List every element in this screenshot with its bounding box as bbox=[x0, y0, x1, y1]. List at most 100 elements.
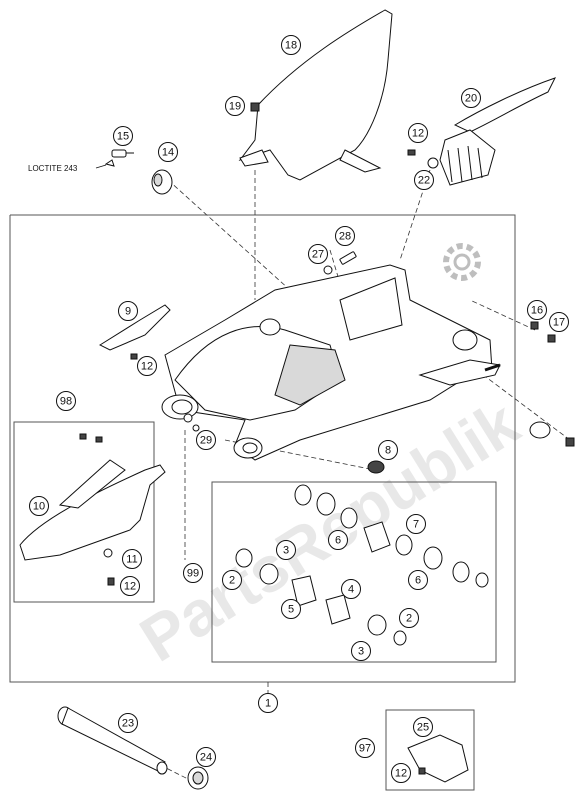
loctite-note: LOCTITE 243 bbox=[28, 159, 115, 173]
spacer-24 bbox=[187, 766, 209, 790]
callout-c24: 24 bbox=[196, 747, 216, 767]
bearing-kit-box bbox=[211, 481, 497, 663]
callout-number: 6 bbox=[415, 575, 421, 587]
callout-number: 99 bbox=[187, 568, 199, 580]
callout-c3a: 3 bbox=[276, 540, 296, 560]
callout-c12c: 12 bbox=[120, 576, 140, 596]
callout-c12a: 12 bbox=[408, 123, 428, 143]
callout-c3b: 3 bbox=[351, 641, 371, 661]
callout-c97: 97 bbox=[355, 738, 375, 758]
bolt-19 bbox=[250, 102, 260, 112]
callout-circle bbox=[335, 226, 355, 246]
callout-c99: 99 bbox=[183, 563, 203, 583]
callout-circle bbox=[355, 738, 375, 758]
callout-circle bbox=[56, 391, 76, 411]
callout-c12b: 12 bbox=[137, 356, 157, 376]
callout-circle bbox=[276, 540, 296, 560]
callout-c23: 23 bbox=[118, 713, 138, 733]
rear-fender bbox=[238, 9, 393, 181]
callout-c98: 98 bbox=[56, 391, 76, 411]
callout-c6b: 6 bbox=[408, 570, 428, 590]
callout-circle bbox=[281, 599, 301, 619]
bolt-28 bbox=[339, 251, 357, 265]
callout-number: 12 bbox=[412, 128, 424, 140]
callout-number: 8 bbox=[385, 445, 391, 457]
callout-number: 98 bbox=[60, 396, 72, 408]
chain-slider-25 bbox=[407, 734, 469, 783]
chain-slider-box bbox=[385, 709, 475, 791]
bearing-kit bbox=[235, 484, 489, 646]
callout-circle bbox=[378, 440, 398, 460]
callout-circle bbox=[120, 576, 140, 596]
callout-c18: 18 bbox=[281, 35, 301, 55]
callout-c20: 20 bbox=[461, 88, 481, 108]
callout-number: 6 bbox=[335, 535, 341, 547]
callout-number: 14 bbox=[162, 147, 174, 159]
bolts-16-17 bbox=[530, 321, 556, 343]
callout-c22: 22 bbox=[414, 170, 434, 190]
callout-number: 17 bbox=[553, 317, 565, 329]
callout-number: 3 bbox=[358, 646, 364, 658]
callout-c7: 7 bbox=[406, 514, 426, 534]
callout-number: 3 bbox=[283, 545, 289, 557]
callout-c10: 10 bbox=[29, 496, 49, 516]
callout-circle bbox=[399, 608, 419, 628]
callout-number: 28 bbox=[339, 231, 351, 243]
callout-c4: 4 bbox=[341, 579, 361, 599]
callout-number: 11 bbox=[126, 554, 137, 566]
callout-number: 9 bbox=[125, 306, 131, 318]
callout-circle bbox=[137, 356, 157, 376]
callout-c15: 15 bbox=[113, 126, 133, 146]
callout-c2a: 2 bbox=[222, 570, 242, 590]
callout-circle bbox=[527, 300, 547, 320]
callout-circle bbox=[222, 570, 242, 590]
callout-number: 25 bbox=[417, 722, 429, 734]
callout-number: 2 bbox=[406, 613, 412, 625]
callout-c16: 16 bbox=[527, 300, 547, 320]
callout-c8: 8 bbox=[378, 440, 398, 460]
callout-number: 10 bbox=[33, 501, 45, 513]
callout-c25: 25 bbox=[413, 717, 433, 737]
callout-number: 97 bbox=[359, 743, 371, 755]
callout-number: 29 bbox=[200, 435, 212, 447]
chain-guard-box bbox=[13, 421, 155, 603]
callout-circle bbox=[406, 514, 426, 534]
callout-number: 20 bbox=[465, 93, 477, 105]
bolts-29 bbox=[183, 413, 200, 432]
callout-number: 27 bbox=[312, 249, 324, 261]
callout-circle bbox=[258, 693, 278, 713]
callout-circle bbox=[328, 530, 348, 550]
callout-c28: 28 bbox=[335, 226, 355, 246]
callout-circle bbox=[183, 563, 203, 583]
callout-number: 18 bbox=[285, 40, 297, 52]
callout-circle bbox=[351, 641, 371, 661]
callout-number: 19 bbox=[229, 101, 241, 113]
callout-c12d: 12 bbox=[391, 763, 411, 783]
main-frame-box bbox=[9, 214, 516, 683]
callout-circle bbox=[341, 579, 361, 599]
callout-c6a: 6 bbox=[328, 530, 348, 550]
callout-c2b: 2 bbox=[399, 608, 419, 628]
callout-circle bbox=[413, 717, 433, 737]
callout-circle bbox=[118, 301, 138, 321]
callout-number: 2 bbox=[229, 575, 235, 587]
bolts-12-left bbox=[130, 353, 138, 360]
callout-number: 15 bbox=[117, 131, 129, 143]
callout-c14: 14 bbox=[158, 142, 178, 162]
callout-circle bbox=[118, 713, 138, 733]
bolt-12-top bbox=[407, 149, 416, 156]
loctite-text: LOCTITE 243 bbox=[28, 164, 78, 173]
callout-circle bbox=[196, 430, 216, 450]
chain-guide-9 bbox=[98, 304, 171, 351]
callout-number: 12 bbox=[124, 581, 136, 593]
nut-27 bbox=[323, 265, 333, 275]
callout-labels: 1819201514122227289121617982981011127639… bbox=[29, 35, 569, 783]
callout-c27: 27 bbox=[308, 244, 328, 264]
callout-circle bbox=[308, 244, 328, 264]
callout-circle bbox=[391, 763, 411, 783]
callout-circle bbox=[158, 142, 178, 162]
chain-guard-upper bbox=[439, 77, 556, 186]
callout-circle bbox=[281, 35, 301, 55]
bolt-15 bbox=[111, 149, 134, 158]
